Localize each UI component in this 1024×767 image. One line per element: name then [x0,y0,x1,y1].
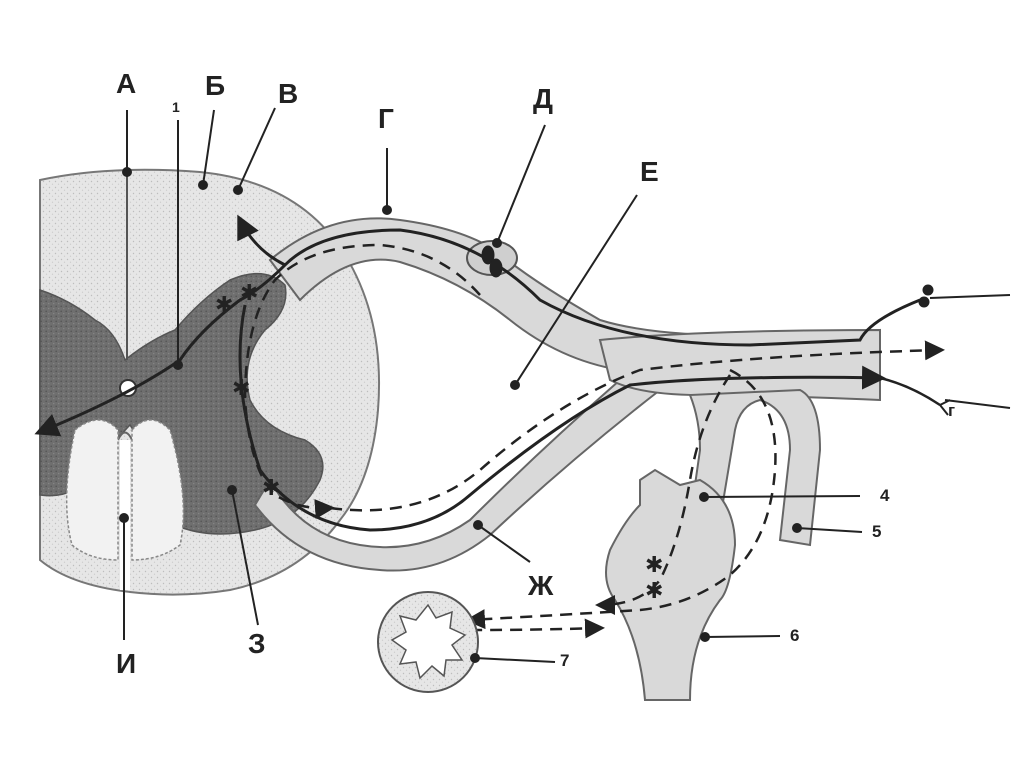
sympathetic-descent [595,374,732,615]
visceral-efferent-fiber [329,340,945,512]
label-5: 5 [872,522,882,541]
sympathetic-ganglion [605,468,737,701]
nerve-roots [253,217,881,701]
label-V: В [278,78,299,109]
sympathetic-loop [465,368,777,630]
leader-lines [119,107,1011,663]
ventral-root [253,378,663,572]
label-1: 1 [172,99,180,115]
svg-text:✱: ✱ [262,476,280,501]
label-7: 7 [560,651,570,670]
label-4: 4 [880,486,890,505]
svg-text:✱: ✱ [645,579,663,604]
label-Z: З [248,628,266,659]
svg-text:✱: ✱ [232,376,250,401]
synapses: ✱ ✱ ✱ ✱ ✱ ✱ [215,281,663,604]
svg-text:✱: ✱ [645,553,663,578]
ascending-branch [237,214,286,267]
label-D: Д [533,83,553,114]
anterior-horn-left [65,419,119,561]
label-G: Г [378,103,394,134]
organ-lumen [390,603,467,680]
svg-text:✱: ✱ [215,293,233,318]
svg-text:✱: ✱ [240,281,258,306]
label-B: Б [205,70,226,101]
neuron-body-ganglion [481,245,495,265]
anterior-horn-right [131,419,185,561]
visceral-afferent-fiber [243,243,481,519]
label-Zh: Ж [528,570,554,601]
receptor-ending-2 [918,296,930,308]
neuron-pathways [34,214,951,639]
label-E: Е [640,156,659,187]
label-6: 6 [790,626,800,645]
label-g-small: г [948,401,956,420]
label-A: А [116,68,137,99]
efferent-fiber [238,304,886,532]
postganglionic-fiber [469,618,605,639]
afferent-fiber [34,228,921,437]
visceral-organ [377,591,479,693]
neuron-body-ganglion-2 [489,258,503,278]
label-I: И [116,648,137,679]
receptor-ending [922,284,934,296]
